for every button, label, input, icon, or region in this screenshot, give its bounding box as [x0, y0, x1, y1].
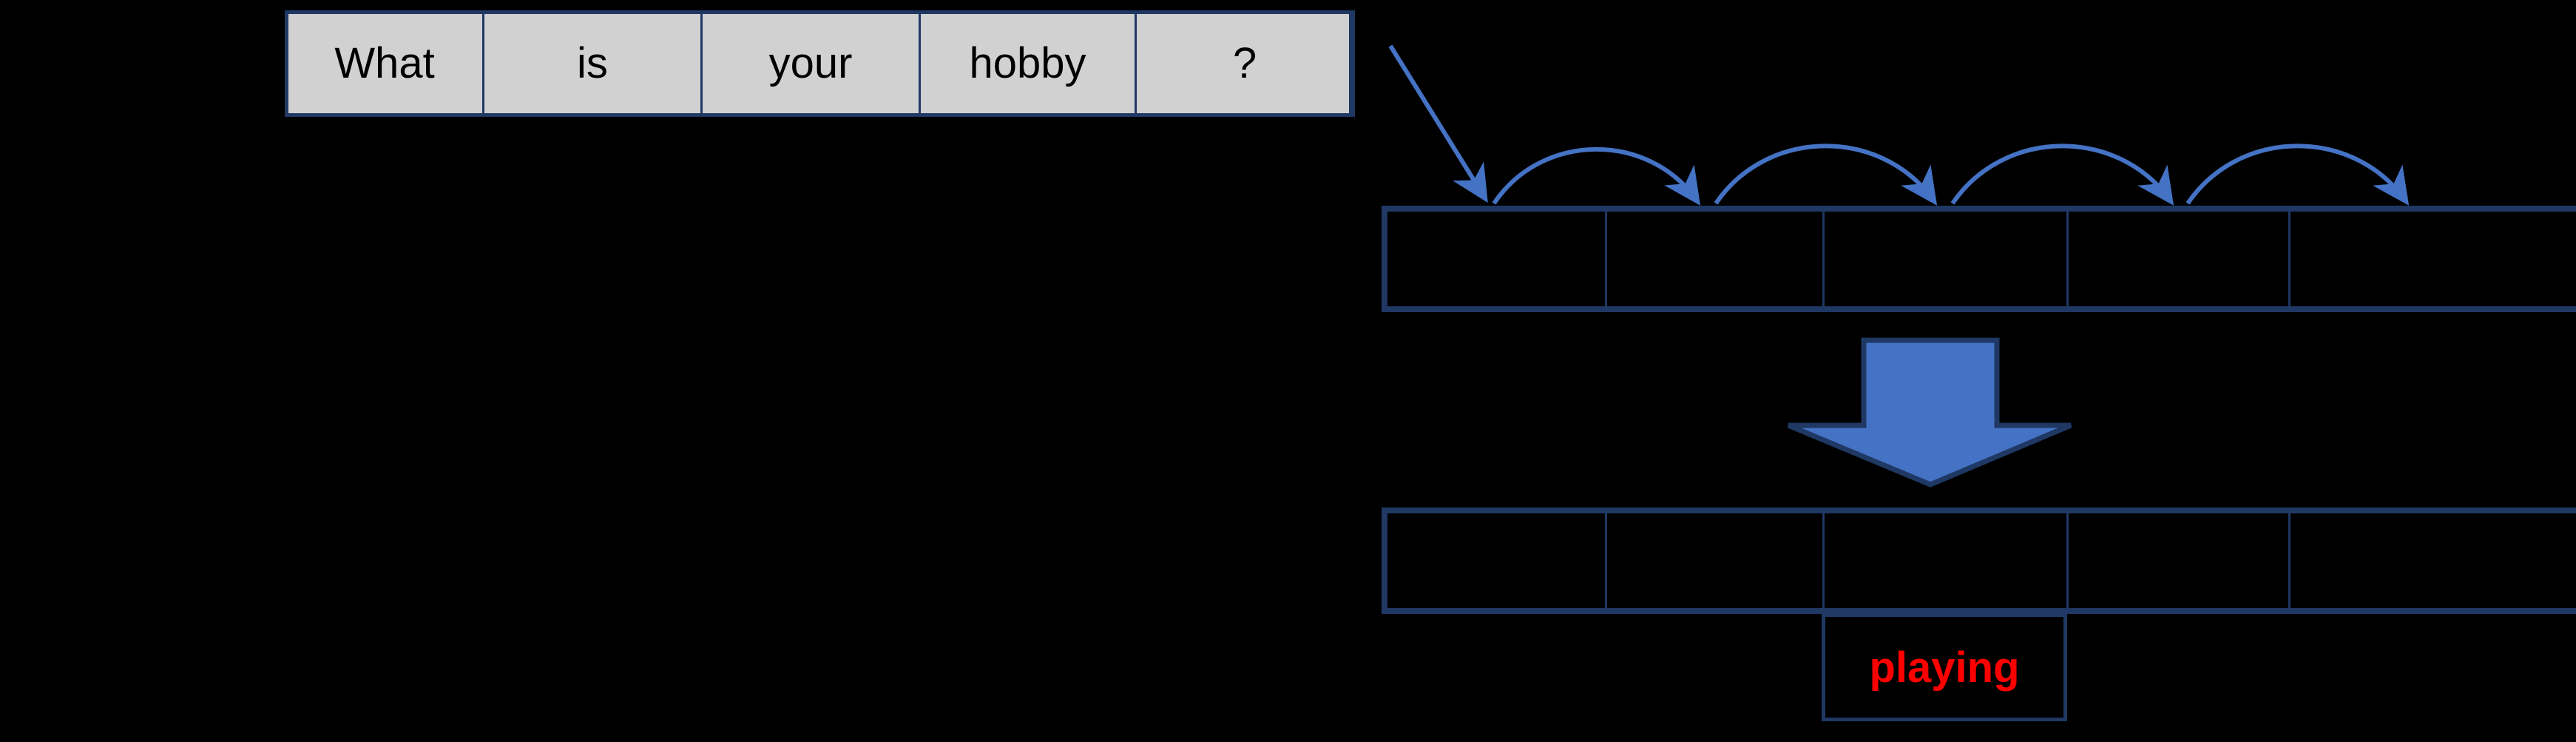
input-token-label-1: What	[334, 39, 435, 87]
encoder-cell-1[interactable]	[1385, 209, 1607, 308]
encoder-cell-4[interactable]	[2066, 209, 2291, 308]
input-token-cell-4[interactable]: hobby	[919, 10, 1137, 117]
recurrent-step-arrow-4	[2185, 144, 2410, 206]
input-token-cell-5[interactable]: ?	[1135, 10, 1355, 117]
input-token-label-3: your	[768, 39, 853, 87]
decoder-table	[1382, 507, 2576, 614]
input-token-cell-3[interactable]: your	[700, 10, 921, 117]
decoder-cell-4[interactable]	[2066, 511, 2291, 610]
input-token-cell-1[interactable]: What	[285, 10, 484, 117]
decoder-cell-3[interactable]	[1822, 511, 2069, 610]
encoder-cell-3[interactable]	[1822, 209, 2069, 308]
input-token-label-5: ?	[1232, 39, 1257, 87]
decoder-cell-5[interactable]	[2288, 511, 2576, 610]
input-sentence-table: What is your hobby ?	[285, 10, 1355, 117]
decoder-cell-1[interactable]	[1385, 511, 1607, 610]
recurrent-step-arrow-3	[1950, 144, 2174, 206]
input-to-encoder-arrow	[1388, 44, 1488, 203]
recurrent-step-arrow-1	[1492, 146, 1701, 206]
input-token-label-2: is	[577, 39, 608, 87]
encoder-cell-2[interactable]	[1604, 209, 1825, 308]
encoder-to-decoder-arrow	[1787, 337, 2072, 488]
encoder-cell-5[interactable]	[2288, 209, 2576, 308]
input-token-cell-2[interactable]: is	[482, 10, 703, 117]
recurrent-step-arrow-2	[1714, 144, 1938, 206]
generated-token-cell[interactable]: playing	[1822, 613, 2067, 721]
decoder-cell-2[interactable]	[1604, 511, 1825, 610]
generated-token-label: playing	[1869, 643, 2020, 692]
encoder-table	[1382, 206, 2576, 312]
input-token-label-4: hobby	[969, 39, 1086, 87]
